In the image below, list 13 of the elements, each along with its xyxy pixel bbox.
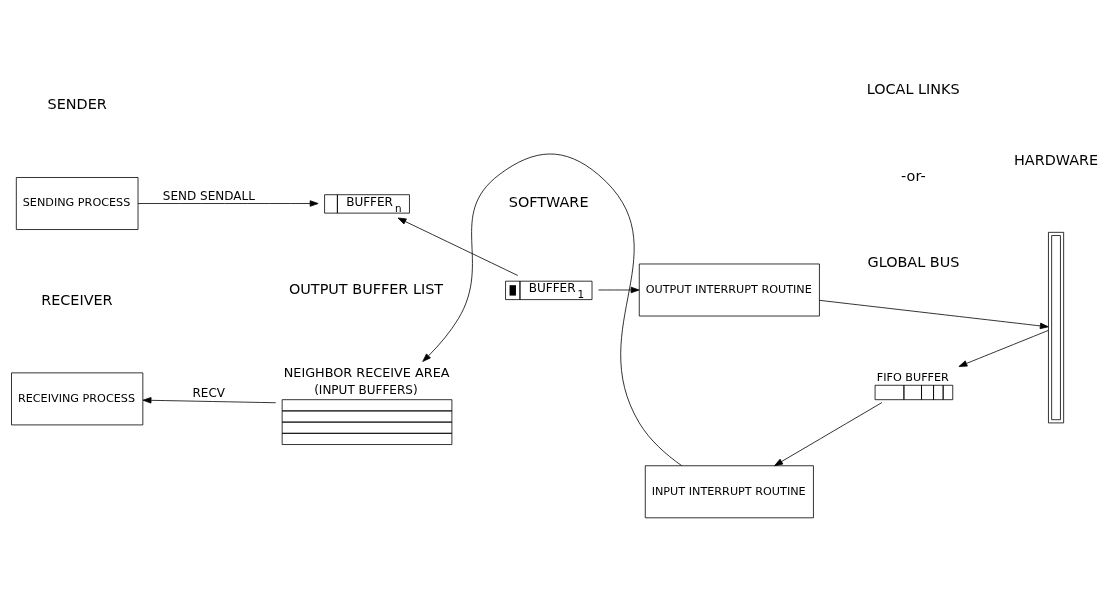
node-label: NEIGHBOR RECEIVE AREA <box>283 364 450 380</box>
label: GLOBAL BUS <box>867 253 960 270</box>
label: HARDWARE <box>1014 151 1099 168</box>
label: OUTPUT BUFFER LIST <box>288 280 444 297</box>
edge-label: RECV <box>192 384 225 399</box>
label: RECEIVER <box>41 291 113 308</box>
node-label: FIFO BUFFER <box>876 370 949 384</box>
edge-label: SEND SENDALL <box>162 188 255 203</box>
node-label: (INPUT BUFFERS) <box>314 382 418 397</box>
label: -or- <box>901 167 926 184</box>
label: SOFTWARE <box>508 193 589 210</box>
label: LOCAL LINKS <box>866 80 960 97</box>
label: SENDER <box>47 95 107 112</box>
